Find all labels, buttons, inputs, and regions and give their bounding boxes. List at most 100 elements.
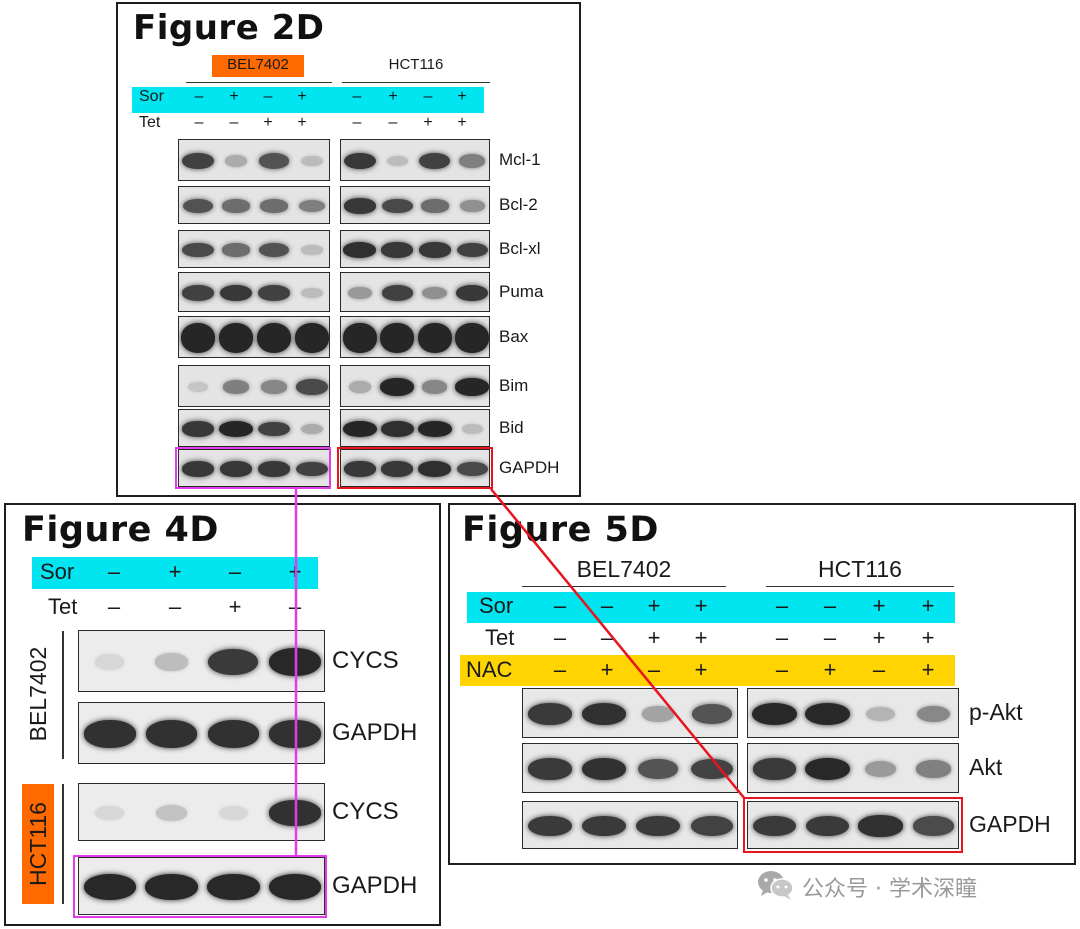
sign-sor-hct116-5d-2: – (823, 593, 837, 618)
band-lane-1 (84, 720, 136, 748)
sign-tet-4d-2: – (168, 594, 182, 619)
sign-tet-4d-1: – (107, 594, 121, 619)
sign-sor-bel7402-4: + (297, 88, 307, 105)
row-label-sor-4d: Sor (40, 559, 75, 584)
sign-tet-bel7402-5d-4: + (694, 625, 708, 650)
blot-mcl-1-bel7402 (178, 139, 330, 181)
blot-bim-hct116 (340, 365, 490, 407)
wechat-icon (758, 871, 794, 900)
band-lane-2 (381, 242, 414, 258)
sign-tet-bel7402-5d-3: + (647, 625, 661, 650)
blot-label-bim: Bim (499, 376, 529, 395)
sign-sor-hct116-2: + (388, 88, 398, 105)
sign-sor-4d-4: + (288, 559, 302, 584)
sign-sor-hct116-4: + (457, 88, 467, 105)
band-lane-1 (528, 758, 572, 780)
band-lane-1 (182, 242, 214, 258)
sign-tet-hct116-5d-2: – (823, 625, 837, 650)
band-lane-1 (343, 461, 376, 477)
hct116-highlight (22, 784, 54, 904)
band-lane-2 (380, 421, 414, 437)
band-lane-1 (95, 654, 125, 670)
band-lane-4 (913, 816, 954, 836)
row-label-tet-4d: Tet (48, 594, 78, 619)
blot-p-akt-hct116-5d (747, 688, 959, 738)
bel7402-highlight (212, 55, 304, 77)
band-lane-3 (218, 805, 248, 821)
band-lane-1 (528, 703, 572, 725)
sign-tet-4d-4: – (288, 594, 302, 619)
band-lane-2 (222, 380, 250, 394)
sign-nac-hct116-5d-1: – (775, 657, 789, 682)
band-lane-2 (804, 757, 851, 781)
blot-label-cycs-4d-3: CYCS (332, 798, 399, 825)
band-lane-4 (268, 873, 322, 901)
band-lane-2 (221, 199, 250, 213)
band-lane-4 (916, 760, 951, 778)
band-lane-4 (296, 461, 328, 477)
sign-sor-hct116-3: – (423, 88, 433, 105)
sign-sor-4d-3: – (228, 559, 242, 584)
watermark: 公众号 · 学术深瞳 (756, 868, 1056, 902)
group-label-bel7402: BEL7402 (227, 56, 289, 73)
sign-tet-4d-3: + (228, 594, 242, 619)
band-lane-4 (296, 378, 328, 396)
blot-bax-hct116 (340, 316, 490, 358)
blot-gapdh-bel7402-5d (522, 801, 738, 849)
blot-label-gapdh: GAPDH (499, 458, 560, 477)
cell-line-label-bel7402: BEL7402 (25, 646, 51, 742)
band-lane-4 (300, 423, 324, 435)
band-lane-1 (343, 242, 377, 258)
band-lane-1 (348, 381, 371, 393)
band-lane-4 (455, 378, 489, 396)
group-label-bel7402-5d: BEL7402 (576, 556, 672, 582)
magenta-gapdh-box-4d (73, 855, 327, 918)
row-label-tet-5d: Tet (485, 625, 515, 650)
sign-nac-hct116-5d-4: + (921, 657, 935, 682)
magenta-gapdh-box-2d (175, 447, 331, 489)
band-lane-1 (182, 198, 214, 214)
sign-sor-hct116-5d-3: + (872, 593, 886, 618)
watermark-text: 公众号 · 学术深瞳 (802, 877, 977, 902)
hct116-bracket (62, 784, 64, 904)
band-lane-2 (380, 378, 415, 396)
band-lane-2 (219, 284, 253, 301)
band-lane-2 (381, 198, 413, 214)
sign-tet-hct116-5d-1: – (775, 625, 789, 650)
band-lane-4 (459, 200, 485, 212)
band-lane-3 (636, 815, 680, 837)
band-lane-4 (456, 284, 489, 301)
group-label-hct116-5d: HCT116 (818, 556, 902, 582)
red-gapdh-box-5d (743, 797, 963, 853)
band-lane-2 (219, 461, 253, 477)
sign-sor-bel7402-5d-1: – (553, 593, 567, 618)
blot-bid-hct116 (340, 409, 490, 447)
group-underline-hct116-5d (766, 586, 954, 587)
band-lane-4 (294, 323, 329, 353)
band-lane-1 (181, 461, 215, 477)
band-lane-1 (182, 152, 214, 170)
band-lane-4 (690, 815, 734, 837)
blot-label-mcl-1: Mcl-1 (499, 150, 541, 169)
band-lane-3 (207, 720, 260, 748)
band-lane-2 (581, 703, 627, 725)
blot-bim-bel7402 (178, 365, 330, 407)
sign-sor-bel7402-5d-2: – (600, 593, 614, 618)
band-lane-3 (422, 380, 448, 394)
sign-sor-bel7402-3: – (263, 88, 273, 105)
band-lane-4 (269, 800, 321, 826)
band-lane-3 (258, 421, 290, 437)
sign-tet-hct116-4: + (457, 114, 467, 131)
cell-line-label-hct116: HCT116 (25, 802, 51, 886)
band-lane-3 (207, 873, 260, 901)
red-gapdh-box-2d (337, 447, 493, 489)
band-lane-2 (155, 805, 188, 821)
sign-nac-bel7402-5d-2: + (600, 657, 614, 682)
blot-akt-bel7402-5d (522, 743, 738, 793)
sign-nac-bel7402-5d-4: + (694, 657, 708, 682)
band-lane-1 (751, 702, 798, 726)
band-lane-2 (805, 815, 849, 837)
blot-label-gapdh-4d-4: GAPDH (332, 872, 418, 899)
blot-label-bcl-2: Bcl-2 (499, 195, 538, 214)
band-lane-2 (145, 873, 198, 901)
